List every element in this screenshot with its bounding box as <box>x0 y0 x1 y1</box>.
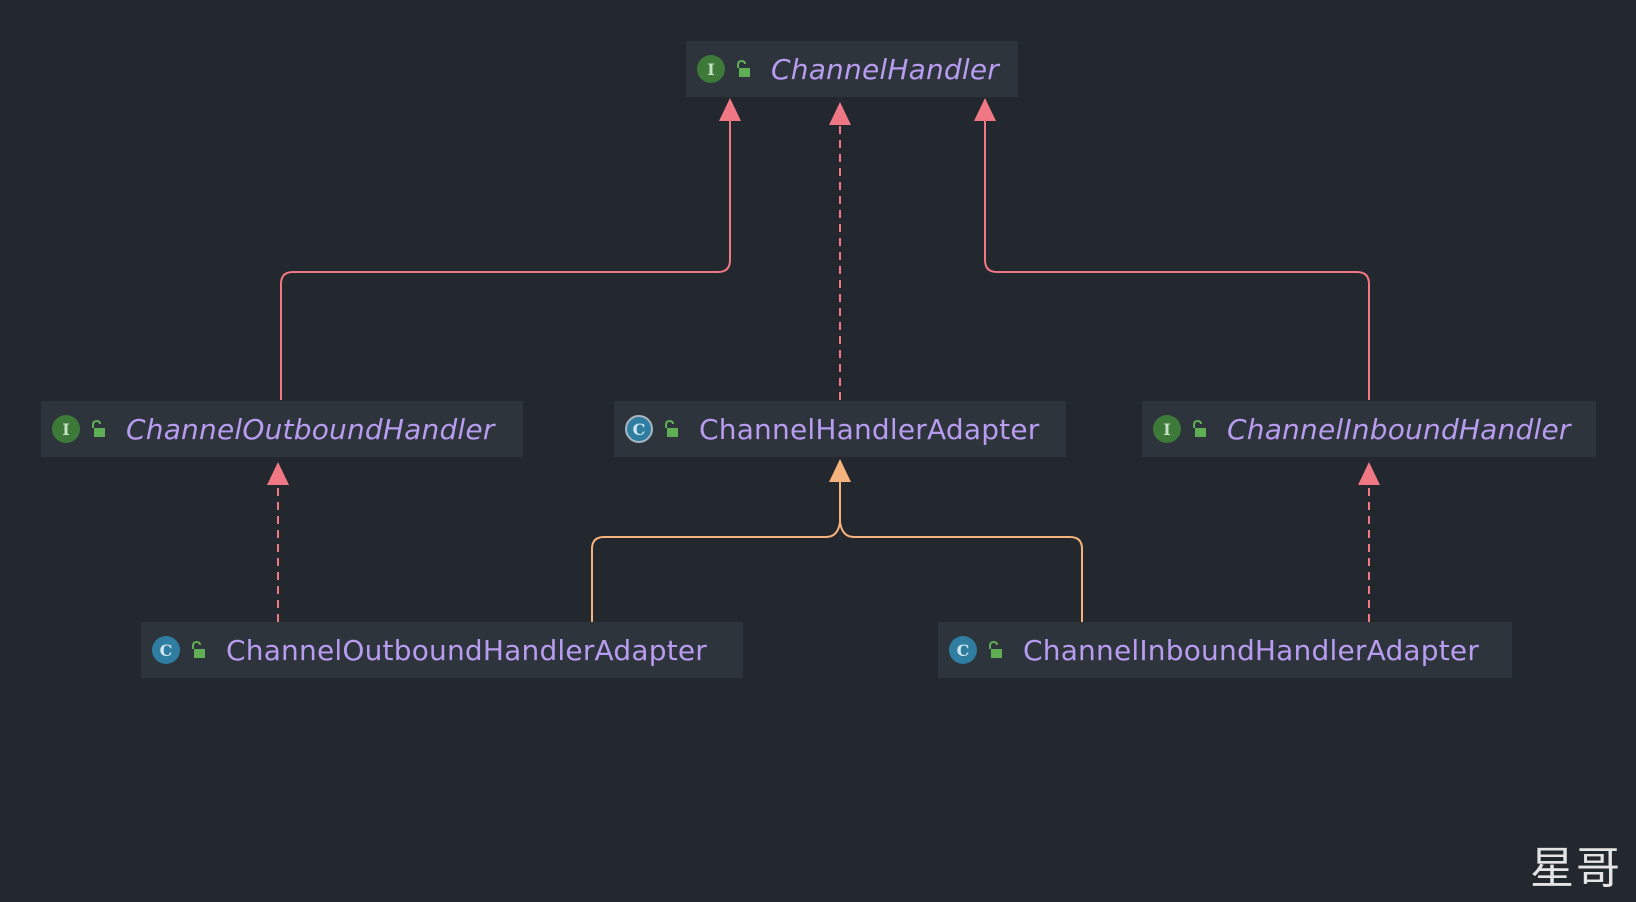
class-icon: C <box>152 636 180 664</box>
unlocked-icon <box>665 420 678 437</box>
unlocked-icon <box>989 641 1002 658</box>
class-icon: C <box>949 636 977 664</box>
node-label: ChannelHandler <box>771 52 1000 86</box>
node-label: ChannelInboundHandler <box>1227 412 1571 446</box>
unlocked-icon <box>737 60 750 77</box>
edge-inbound-adapter-extends-handler-adapter <box>839 482 1083 622</box>
arrowhead-implements <box>1358 462 1380 485</box>
abstract-class-icon: C <box>625 415 653 443</box>
interface-icon: I <box>697 55 725 83</box>
unlocked-icon <box>192 641 205 658</box>
node-label: ChannelOutboundHandlerAdapter <box>226 633 708 667</box>
node-channel-handler[interactable]: I ChannelHandler <box>686 41 1018 97</box>
interface-icon: I <box>1153 415 1181 443</box>
interface-icon: I <box>52 415 80 443</box>
node-label: ChannelInboundHandlerAdapter <box>1023 633 1480 667</box>
arrowhead-implements <box>267 462 289 485</box>
edge-inbound-handler-to-channel-handler <box>984 118 1370 400</box>
unlocked-icon <box>92 420 105 437</box>
arrowhead-extends <box>719 98 741 121</box>
node-label: ChannelHandlerAdapter <box>699 412 1040 446</box>
arrowhead-implements <box>829 102 851 125</box>
node-channel-handler-adapter[interactable]: C ChannelHandlerAdapter <box>614 401 1066 457</box>
edge-outbound-handler-to-channel-handler <box>280 118 731 400</box>
edge-outbound-adapter-extends-handler-adapter <box>591 482 841 622</box>
arrowhead-extends <box>974 98 996 121</box>
node-label: ChannelOutboundHandler <box>126 412 495 446</box>
arrowhead-inherits <box>829 459 851 482</box>
node-channel-inbound-handler-adapter[interactable]: C ChannelInboundHandlerAdapter <box>938 622 1512 678</box>
node-channel-outbound-handler[interactable]: I ChannelOutboundHandler <box>41 401 523 457</box>
unlocked-icon <box>1193 420 1206 437</box>
watermark: 星哥 <box>1530 843 1622 894</box>
node-channel-inbound-handler[interactable]: I ChannelInboundHandler <box>1142 401 1596 457</box>
node-channel-outbound-handler-adapter[interactable]: C ChannelOutboundHandlerAdapter <box>141 622 743 678</box>
